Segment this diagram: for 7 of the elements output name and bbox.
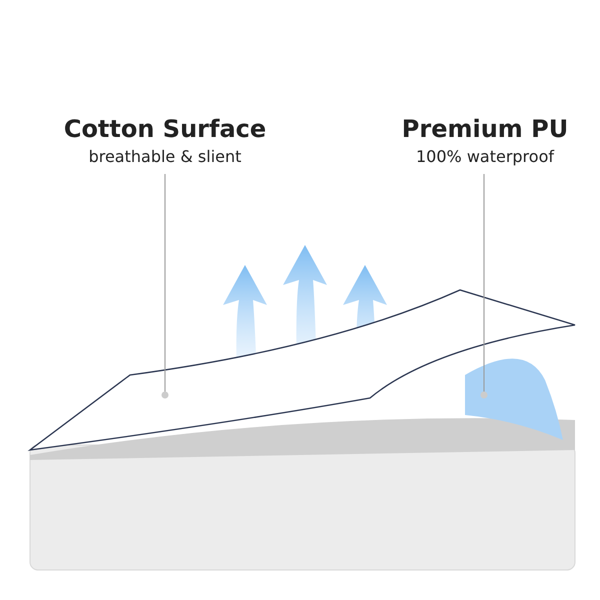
feature-heading: Cotton Surface xyxy=(62,115,268,143)
feature-heading: Premium PU xyxy=(400,115,570,143)
feature-description: 100% waterproof xyxy=(414,147,556,166)
leader-line xyxy=(162,174,168,398)
cotton-sheet-drawing xyxy=(30,288,577,453)
leader-line xyxy=(480,174,488,398)
feature-description: breathable & slient xyxy=(88,147,242,166)
